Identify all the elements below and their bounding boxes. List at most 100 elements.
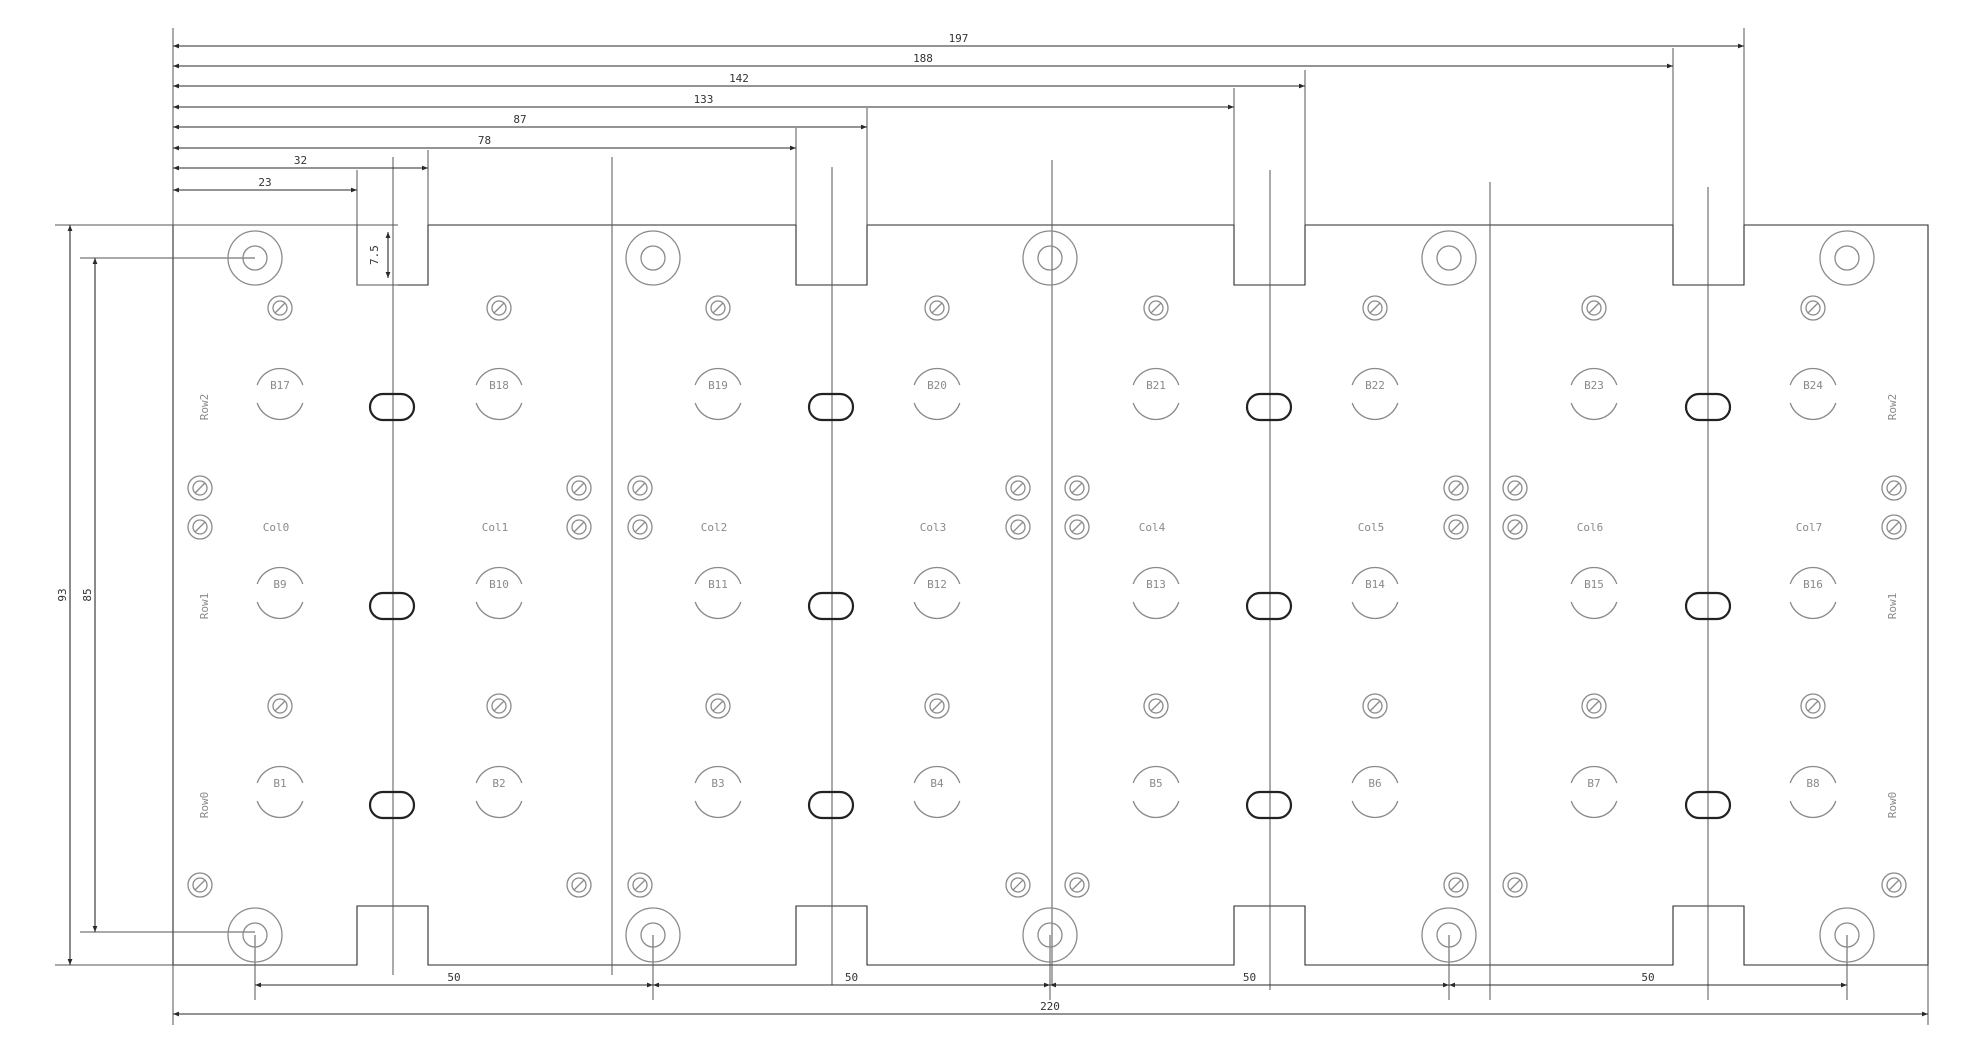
key-label: B14 [1365, 578, 1385, 591]
screw-hole [1800, 693, 1826, 719]
stabilizer-slot [1245, 591, 1293, 621]
column-label: Col5 [1358, 521, 1385, 534]
key-switch-cutout: B10 [475, 566, 523, 620]
mounting-hole-inner [1037, 922, 1063, 948]
row-label: Row2 [198, 394, 211, 421]
stabilizer-slot [1245, 790, 1293, 820]
stabilizer-slot [1684, 392, 1732, 422]
key-label: B5 [1149, 777, 1162, 790]
key-switch-cutout: B12 [913, 566, 961, 620]
dimension-value: 93 [56, 588, 69, 601]
key-switch-cutout: B21 [1132, 367, 1180, 421]
screw-hole [1800, 295, 1826, 321]
screw-hole [1881, 475, 1907, 501]
key-switch-cutout: B4 [913, 765, 961, 819]
screw-hole [267, 295, 293, 321]
screw-hole [627, 872, 653, 898]
key-switch-cutout: B3 [694, 765, 742, 819]
mounting-hole [1421, 230, 1477, 286]
stabilizer-slot [807, 790, 855, 820]
key-label: B4 [930, 777, 944, 790]
key-label: B7 [1587, 777, 1600, 790]
key-label: B15 [1584, 578, 1604, 591]
key-switch-cutout: B24 [1789, 367, 1837, 421]
dimension-value: 32 [294, 154, 307, 167]
key-switch-cutout: B22 [1351, 367, 1399, 421]
column-label: Col1 [482, 521, 509, 534]
stabilizer-slot [807, 591, 855, 621]
key-label: B10 [489, 578, 509, 591]
stabilizer-slot [1684, 591, 1732, 621]
screw-hole [267, 693, 293, 719]
dimension-value: 188 [913, 52, 933, 65]
mounting-hole-inner [640, 245, 666, 271]
column-label: Col4 [1139, 521, 1166, 534]
screw-hole [566, 872, 592, 898]
row-label: Row2 [1886, 394, 1899, 421]
key-switch-cutout: B5 [1132, 765, 1180, 819]
mounting-hole [1819, 907, 1875, 963]
mounting-hole-inner [1037, 245, 1063, 271]
screw-hole [1005, 475, 1031, 501]
key-switch-cutout: B8 [1789, 765, 1837, 819]
stabilizer-slots [368, 392, 1732, 820]
dimension-value: 133 [694, 93, 714, 106]
key-switch-cutout: B19 [694, 367, 742, 421]
mounting-hole [625, 907, 681, 963]
screw-hole [486, 693, 512, 719]
key-label: B1 [273, 777, 286, 790]
key-switch-cutout: B1 [256, 765, 304, 819]
mounting-hole [1022, 907, 1078, 963]
screw-hole [627, 475, 653, 501]
screw-hole [1502, 514, 1528, 540]
screw-hole [1005, 872, 1031, 898]
row-label: Row1 [198, 593, 211, 620]
row-label: Row1 [1886, 593, 1899, 620]
row-label: Row0 [1886, 792, 1899, 819]
key-label: B9 [273, 578, 286, 591]
key-switch-cutout: B14 [1351, 566, 1399, 620]
stabilizer-slot [1684, 790, 1732, 820]
dimension-value: 7.5 [368, 245, 381, 265]
key-label: B2 [492, 777, 505, 790]
column-label: Col2 [701, 521, 728, 534]
screw-hole [1502, 475, 1528, 501]
mounting-hole [1421, 907, 1477, 963]
screw-hole [627, 514, 653, 540]
key-label: B18 [489, 379, 509, 392]
dimension-value: 23 [258, 176, 271, 189]
plate-outline [172, 224, 1929, 966]
key-switch-cutout: B20 [913, 367, 961, 421]
key-switch-cutout: B13 [1132, 566, 1180, 620]
screw-hole [1005, 514, 1031, 540]
extension-lines [172, 28, 1745, 286]
key-switch-cutout: B7 [1570, 765, 1618, 819]
screw-hole [1064, 872, 1090, 898]
dimension-value: 50 [1243, 971, 1256, 984]
key-switch-cutout: B17 [256, 367, 304, 421]
screw-hole [1581, 295, 1607, 321]
dimension-value: 87 [513, 113, 526, 126]
screw-hole [1064, 514, 1090, 540]
mounting-holes [227, 230, 1875, 963]
screw-hole [1443, 514, 1469, 540]
dimension-value: 50 [845, 971, 858, 984]
screw-hole [1443, 475, 1469, 501]
key-label: B8 [1806, 777, 1819, 790]
screw-hole [1362, 693, 1388, 719]
stabilizer-slot [368, 392, 416, 422]
key-label: B12 [927, 578, 947, 591]
mounting-hole-inner [1834, 245, 1860, 271]
key-label: B17 [270, 379, 290, 392]
key-label: B24 [1803, 379, 1823, 392]
key-label: B20 [927, 379, 947, 392]
screw-hole [1881, 872, 1907, 898]
key-label: B3 [711, 777, 724, 790]
screw-hole [566, 514, 592, 540]
stabilizer-slot [807, 392, 855, 422]
screw-hole [705, 693, 731, 719]
column-label: Col7 [1796, 521, 1823, 534]
mounting-hole [227, 230, 283, 286]
